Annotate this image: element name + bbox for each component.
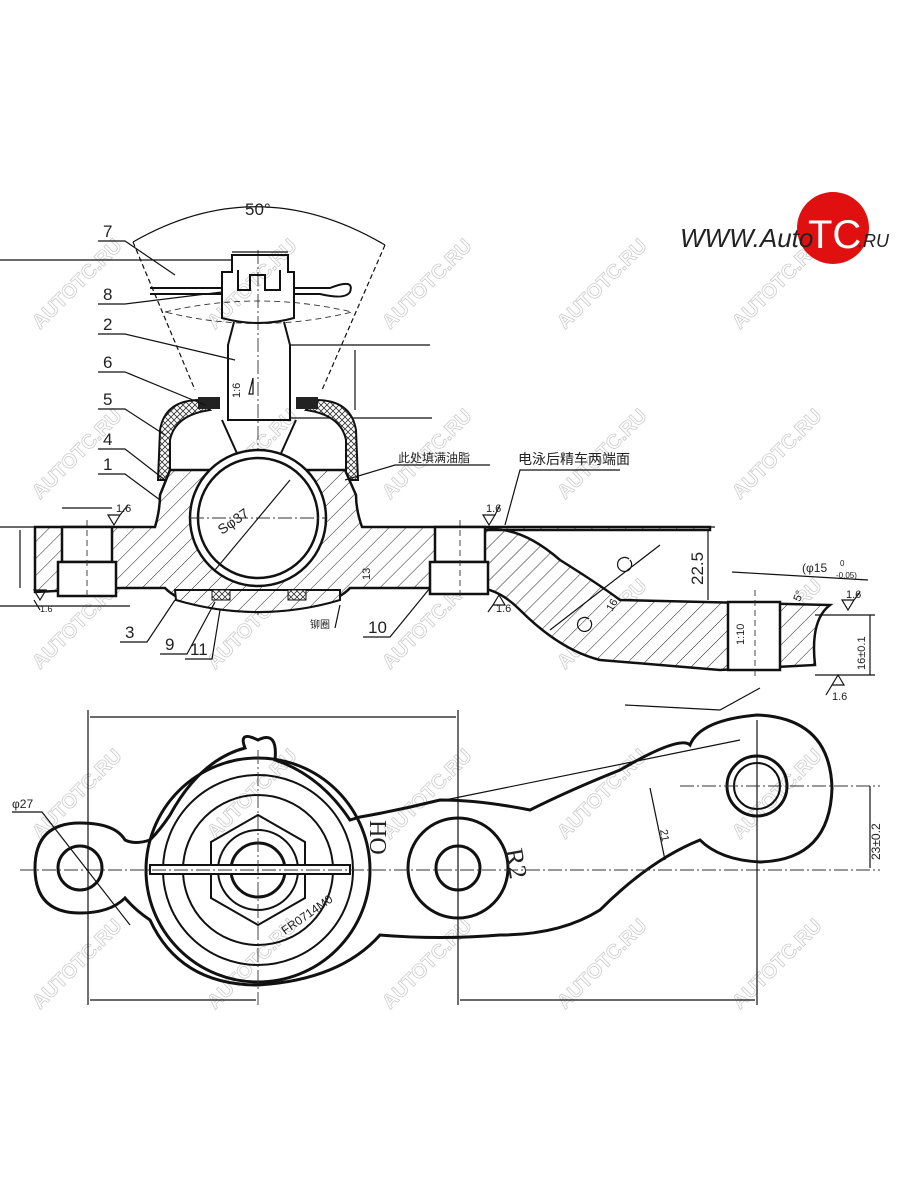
logo-badge-text: TC [808,213,861,257]
leader-line [98,291,223,305]
watermark-text: AUTOTC.RU [728,405,827,504]
part-number-3: 3 [125,623,134,642]
dim-23: 23±0.2 [869,823,883,860]
nut-hex [210,813,306,927]
plan-view: 23±0.2 21 φ27 R2 HO FR0714M0 [12,710,883,1005]
svg-text:1.6: 1.6 [846,589,861,601]
leader-line [98,473,161,501]
leader-line [363,587,431,638]
leader-line [185,609,221,660]
arm-outline [33,713,834,987]
logo: WWW.Auto TC .RU [680,192,890,264]
dim-16: 16 [604,597,621,614]
part-number-10: 10 [368,618,387,637]
bottom-cap [173,589,341,614]
dust-boot-right [303,398,360,481]
part-number-11: 11 [190,640,208,659]
part-number-7: 7 [103,222,112,241]
part-number-4: 4 [103,430,112,449]
logo-badge [797,192,869,264]
cotter-pin-plan [149,864,351,875]
leader-line [98,408,166,436]
dim-13: 13 [361,568,373,580]
part-number-2: 2 [103,315,112,334]
part-number-1: 1 [103,455,112,474]
watermark-text: AUTOTC.RU [203,235,302,334]
logo-suffix: .RU [858,231,890,251]
ball-stud [227,321,291,421]
section-view: 50° 1:6 Sφ37 [0,200,875,711]
taper-label: 1:6 [231,383,243,398]
dim-16-tol: 16±0.1 [856,636,868,670]
leader-line [98,448,166,481]
bore-tol-upper: 0 [840,559,845,568]
watermark-text: AUTOTC.RU [378,235,477,334]
leader-line [98,240,176,276]
watermark-text: AUTOTC.RU [28,915,127,1014]
ho-mark: HO [364,820,390,855]
part-number-9: 9 [165,635,174,654]
part-number-6: 6 [103,353,112,372]
svg-text:1.6: 1.6 [496,603,511,615]
note-grease: 此处填满油脂 [398,450,470,465]
watermark-text: AUTOTC.RU [553,915,652,1014]
note-rivet: 铆圈 [310,618,330,631]
bore-dia-label: (φ15 [802,561,827,575]
svg-text:1.6: 1.6 [486,503,501,515]
dim-21: 21 [657,828,671,842]
roughness-marks: 1.6 1.6 1.6 1.6 1.6 1.6 [32,503,861,703]
watermark-text: AUTOTC.RU [553,235,652,334]
svg-text:1.6: 1.6 [40,604,53,614]
watermark-text: AUTOTC.RU [728,915,827,1014]
angle-arc [132,206,386,246]
eye-left-hole [56,844,104,892]
angle-5-label: 5° [792,589,807,603]
bore-right [726,600,782,672]
leader-line [98,333,236,361]
castle-nut [221,254,295,324]
note-machining: 电泳后精车两端面 [518,451,630,468]
leader-line [98,371,206,406]
dia-27-label: φ27 [12,797,33,811]
part-number-5: 5 [103,390,112,409]
leader-line [160,601,216,655]
dust-boot-left [156,398,213,481]
angle-label: 50° [245,200,271,219]
watermark-text: AUTOTC.RU [378,915,477,1014]
leader-line [120,599,176,643]
radius-label: R2 [499,846,533,881]
bore-tol-lower: -0.05) [836,571,857,580]
dim-22-5: 22.5 [688,552,707,585]
logo-prefix: WWW.Auto [680,223,813,253]
svg-text:1.6: 1.6 [832,691,847,703]
part-number-8: 8 [103,285,112,304]
svg-text:1.6: 1.6 [116,503,131,515]
taper-right-label: 1:10 [735,624,747,645]
